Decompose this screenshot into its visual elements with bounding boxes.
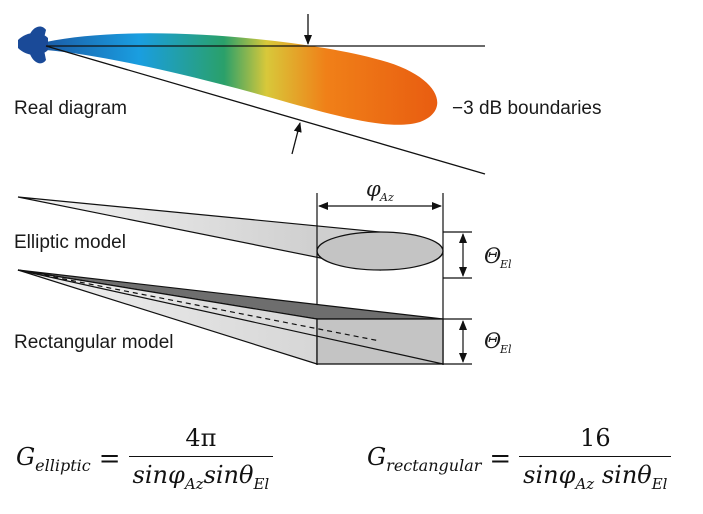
real-beam-group [18, 14, 486, 175]
rectangular-model-group [17, 269, 444, 365]
rectangular-fraction: 16 sinφAz sinθEl [519, 424, 672, 493]
elliptic-gain-lhs: Gelliptic [16, 442, 91, 475]
theta-el-symbol-2: Θ [484, 329, 501, 353]
elliptic-numerator: 4π [185, 424, 217, 452]
rectangular-equals: = [489, 443, 512, 474]
rectangular-center-dashed [17, 269, 381, 342]
boundaries-label: −3 dB boundaries [452, 98, 601, 119]
elliptic-cross-section [316, 231, 444, 271]
rectangular-gain-formula: Grectangular = 16 sinφAz sinθEl [367, 424, 672, 493]
theta-el-subscript-2: El [499, 343, 512, 356]
rectangular-gain-lhs: Grectangular [367, 442, 482, 475]
rectangular-denominator: sinφAz sinθEl [519, 456, 672, 493]
phi-az-subscript: Az [379, 191, 394, 204]
phi-az-symbol: φ [366, 177, 381, 201]
rectangular-cross-section [316, 318, 444, 365]
beam-source-fin-bottom [30, 50, 46, 64]
elliptic-equals: = [98, 443, 121, 474]
rectangular-numerator: 16 [580, 424, 611, 452]
theta-el-symbol-1: Θ [484, 244, 501, 268]
beam-source-fin-top [30, 26, 46, 38]
rectangular-model-label: Rectangular model [14, 332, 173, 353]
elliptic-model-label: Elliptic model [14, 232, 126, 253]
real-beam-lobe [46, 33, 438, 125]
rectangular-cone-edge [17, 269, 444, 365]
elliptic-denominator: sinφAzsinθEl [128, 456, 274, 493]
beam-source-emitter [18, 32, 48, 56]
boundary-line-lower [45, 45, 486, 175]
boundary-arrow-lower [291, 122, 302, 155]
theta-el-subscript-1: El [499, 258, 512, 271]
real-diagram-label: Real diagram [14, 98, 127, 119]
elliptic-gain-formula: Gelliptic = 4π sinφAzsinθEl [16, 424, 274, 493]
elliptic-fraction: 4π sinφAzsinθEl [128, 424, 274, 493]
